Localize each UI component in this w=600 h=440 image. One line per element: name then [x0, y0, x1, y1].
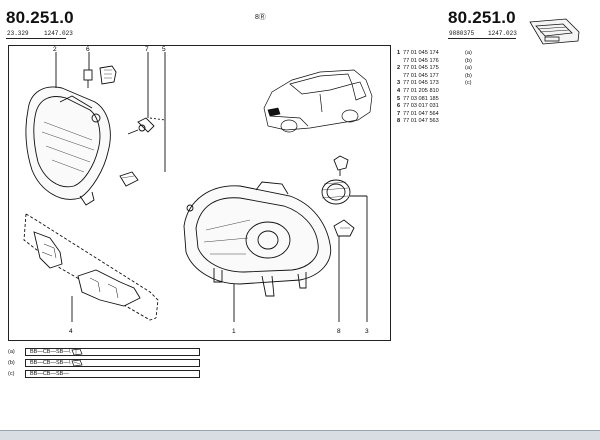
legend-box: BB—CB—SB—\ [25, 347, 200, 356]
left-header-rule [6, 38, 66, 39]
right-catalog-code: 80.251.0 [448, 8, 516, 27]
legend-box: BB—CB—SB— [25, 369, 200, 378]
part-reference: 77 01 205 810 [403, 87, 439, 94]
left-catalog-code: 80.251.0 [6, 8, 74, 27]
callout-8: 8 [337, 328, 341, 335]
callout-2: 2 [53, 46, 57, 53]
legend-tag: (b) [8, 359, 15, 366]
legend-row-a: (a) BB—CB—SB—\ [8, 347, 200, 356]
part-variant: (b) [465, 72, 472, 79]
center-mark: 8Ⓡ [255, 14, 266, 21]
callout-7: 7 [145, 46, 149, 53]
part-variant: (a) [465, 50, 472, 56]
part-reference: 77 03 017 031 [403, 103, 439, 110]
part-variant [465, 96, 477, 104]
part-number: 1 [397, 50, 401, 56]
legend-row-b: (b) BB—CB—SB—\ [8, 358, 200, 367]
legend-text: BB—CB—SB—\ [30, 359, 71, 366]
part-reference: 77 01 047 563 [403, 118, 439, 125]
legend-b-lamp-icon [71, 359, 83, 367]
legend-text: BB—CB—SB— [30, 370, 69, 377]
bulb-7-drawing [127, 117, 155, 135]
part-reference: 77 03 081 185 [403, 95, 439, 102]
part-variant [465, 88, 477, 96]
car-illustration [263, 69, 373, 133]
part-reference: 77 01 045 177 [403, 72, 439, 79]
right-sub-page: 1247.023 [488, 30, 517, 37]
part-variant: (a) [465, 65, 472, 72]
callout-3: 3 [365, 328, 369, 335]
drawing-frame [8, 45, 391, 341]
part-number: 8 [397, 118, 401, 125]
part-number: 4 [397, 87, 401, 94]
legend-tag: (c) [8, 370, 15, 377]
part-number: 2 [397, 65, 401, 72]
callout-5: 5 [162, 46, 166, 53]
part-variant [465, 103, 477, 111]
main-headlamp-drawing [183, 181, 332, 297]
legend-text: BB—CB—SB—\ [30, 348, 71, 355]
part-variant: (c) [465, 80, 472, 87]
right-header-rule [448, 38, 516, 39]
legend-row-c: (c) BB—CB—SB— [8, 369, 200, 378]
left-headlamp-drawing [25, 86, 111, 206]
callout-4: 4 [69, 328, 73, 335]
parts-list-row: 77 01 045 176 (b) [397, 58, 477, 66]
left-sub-page: 1247.023 [44, 30, 73, 37]
legend-tag: (a) [8, 348, 15, 355]
brackets-4-drawing [23, 213, 159, 322]
right-sub-ref: 9880375 [449, 30, 475, 37]
part-reference: 77 01 045 175 [403, 65, 439, 72]
bulb-6-drawing [83, 65, 117, 88]
left-sub-ref: 23.329 [7, 30, 29, 37]
callout-6: 6 [86, 46, 90, 53]
socket-5-drawing [119, 171, 139, 187]
legend-box: BB—CB—SB—\ [25, 358, 200, 367]
part-variant [465, 111, 477, 119]
part-number: 3 [397, 80, 401, 87]
bulb-top-right-drawing [333, 155, 349, 176]
cap-3-drawing [321, 179, 351, 205]
part-reference: 77 01 047 564 [403, 110, 439, 117]
part-number: 6 [397, 103, 401, 110]
part-variant: (b) [465, 57, 472, 64]
part-reference: 77 01 045 174 [403, 50, 439, 56]
part-reference: 77 01 045 173 [403, 80, 439, 87]
bulb-8-drawing [333, 219, 355, 237]
part-number: 7 [397, 110, 401, 117]
callout-1: 1 [232, 328, 236, 335]
part-variant [465, 118, 477, 126]
parts-list-row: 77 01 045 177 (b) [397, 73, 477, 81]
part-number: 5 [397, 95, 401, 102]
part-reference: 77 01 045 176 [403, 57, 439, 64]
legend-a-lamp-icon [71, 348, 83, 356]
window-bottom-bar [0, 430, 600, 440]
